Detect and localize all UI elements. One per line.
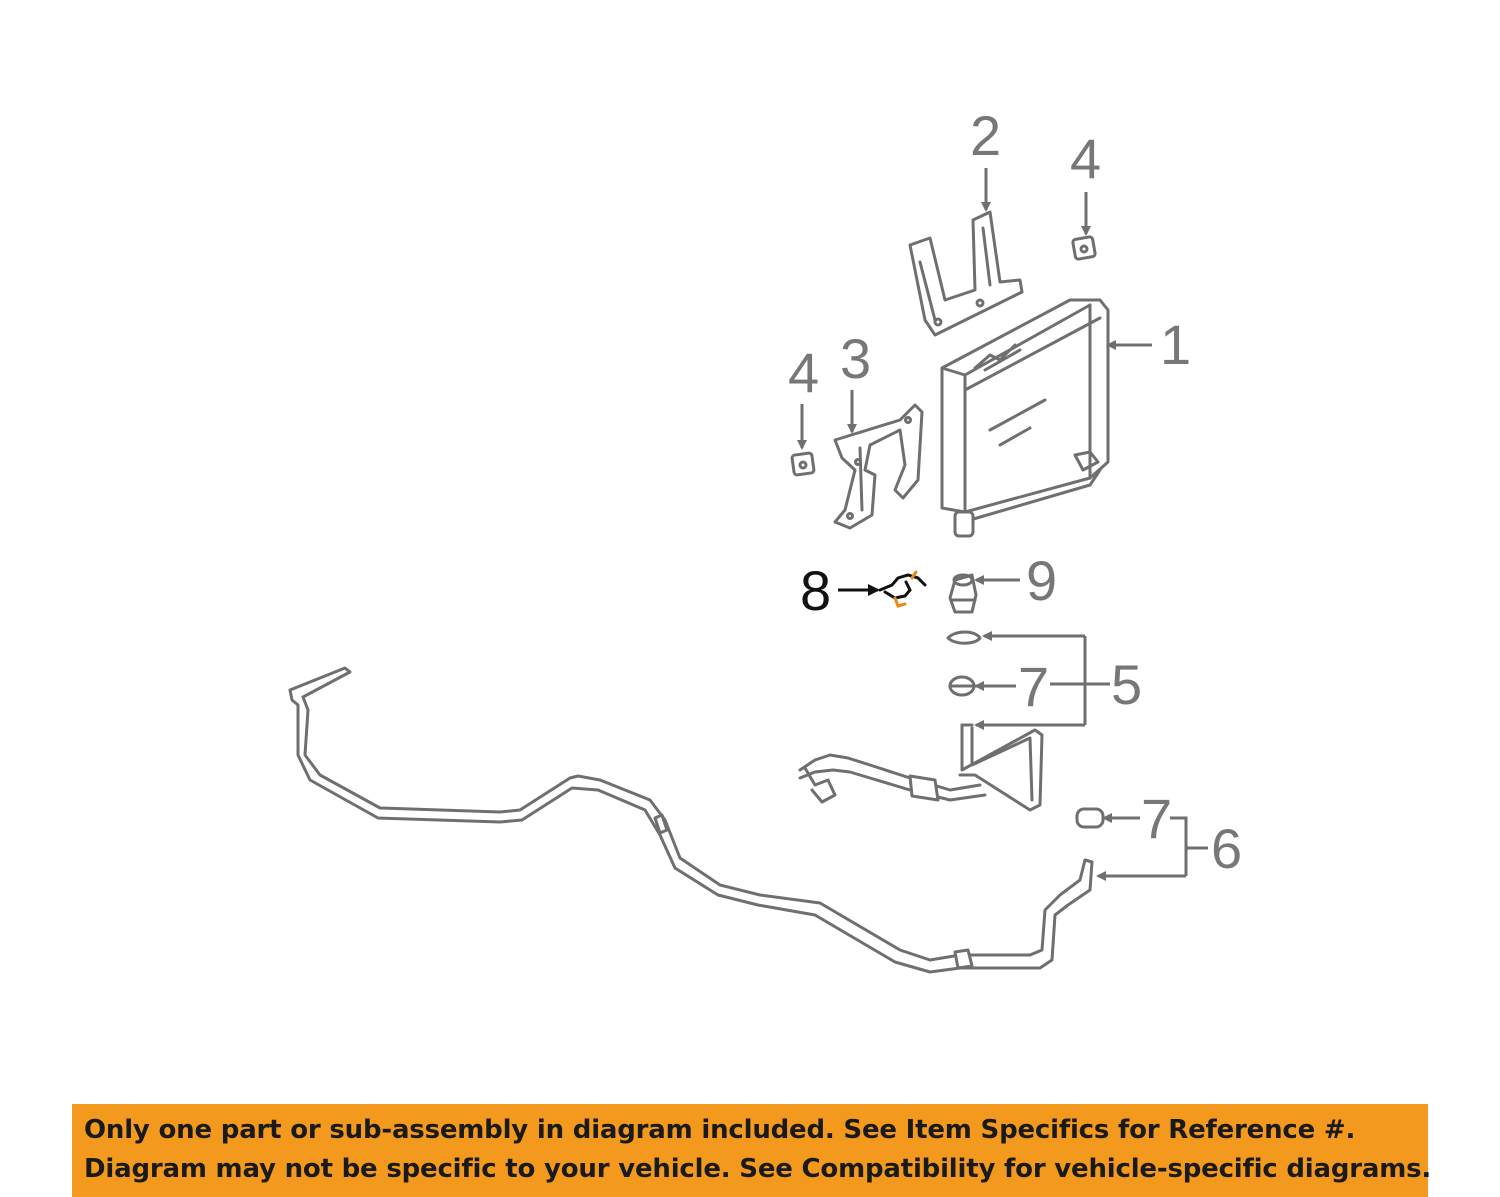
- callout-6: 6: [1211, 817, 1242, 880]
- part-upper-bracket: [908, 210, 1024, 337]
- part-7-cap-lower: [1075, 807, 1105, 829]
- part-clip-lower: [790, 451, 816, 477]
- callout-4-upper: 4: [1070, 127, 1101, 190]
- callout-1: 1: [1160, 313, 1191, 376]
- callout-4-lower: 4: [788, 341, 819, 404]
- parts-diagram: 1 2 3 4 4 5 6 7 7 8 9: [288, 104, 1242, 974]
- part-5-hose: [798, 723, 1044, 812]
- part-clip-upper: [1071, 235, 1097, 261]
- part-9-fitting: [948, 573, 978, 614]
- callout-7-lower: 7: [1141, 787, 1172, 850]
- part-5-clip: [946, 630, 982, 645]
- part-side-bracket: [833, 403, 924, 530]
- disclaimer-line-1: Only one part or sub-assembly in diagram…: [84, 1115, 1356, 1145]
- part-oil-cooler: [940, 298, 1110, 538]
- callout-3: 3: [840, 327, 871, 390]
- callout-2: 2: [970, 104, 1001, 167]
- callout-9: 9: [1026, 549, 1057, 612]
- callout-5: 5: [1111, 653, 1142, 716]
- part-7-cap-upper: [948, 675, 977, 697]
- part-8-highlighted-fitting: [878, 570, 927, 608]
- callout-8: 8: [800, 559, 831, 622]
- disclaimer-line-2: Diagram may not be specific to your vehi…: [84, 1154, 1432, 1184]
- disclaimer-banner: Only one part or sub-assembly in diagram…: [72, 1104, 1432, 1197]
- part-6-cooler-line: [288, 666, 1094, 974]
- callout-7-upper: 7: [1018, 655, 1049, 718]
- leader-lines: [797, 168, 1208, 881]
